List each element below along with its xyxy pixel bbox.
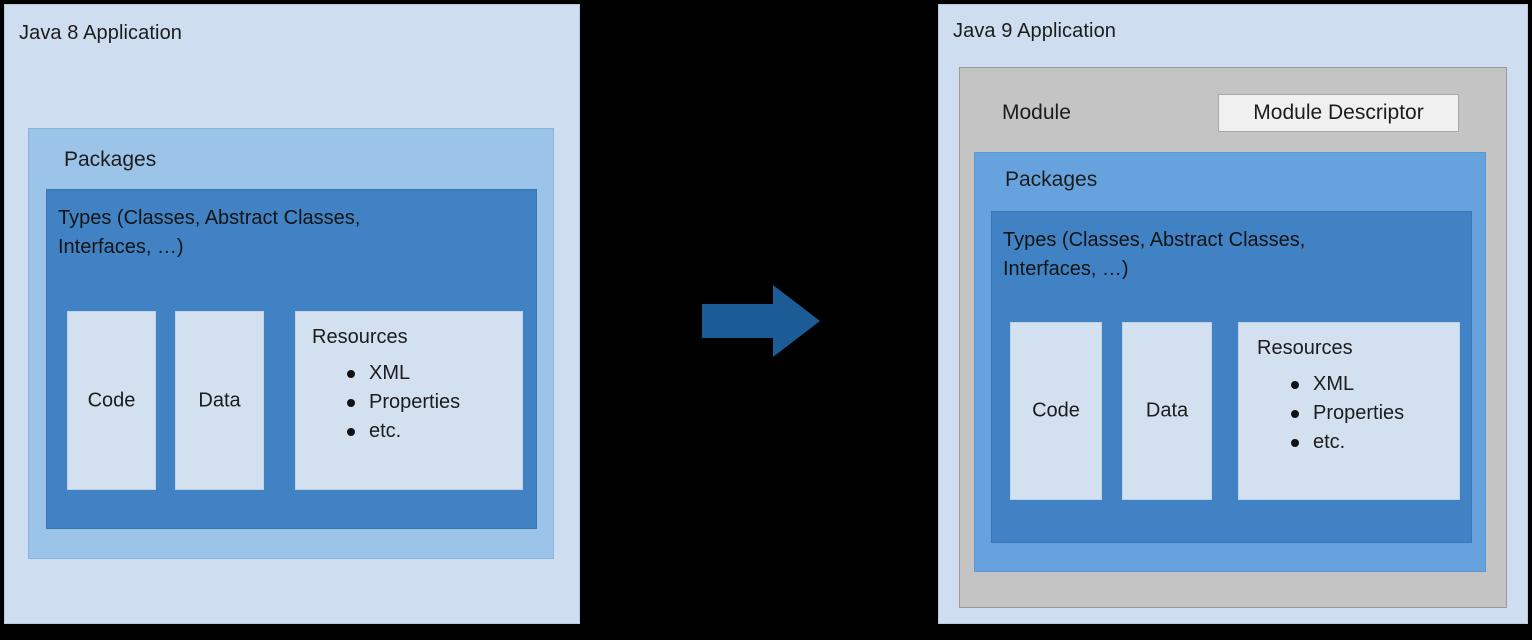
java9-data-label: Data xyxy=(1145,399,1189,422)
java9-application-title: Java 9 Application xyxy=(953,20,1117,42)
module-descriptor-box: Module Descriptor xyxy=(1218,94,1459,132)
list-item: etc. xyxy=(1287,428,1404,457)
java9-code-card: Code xyxy=(1010,322,1102,500)
java8-types-box: Types (Classes, Abstract Classes, Interf… xyxy=(46,189,537,529)
bullet-icon xyxy=(347,370,355,378)
java8-application-panel: Java 8 Application Packages Types (Class… xyxy=(4,4,580,624)
java8-resources-list: XML Properties etc. xyxy=(343,359,460,446)
java8-resource-item-0: XML xyxy=(369,362,411,384)
java9-code-label: Code xyxy=(1032,399,1080,422)
module-label: Module xyxy=(1002,101,1071,124)
java8-data-label: Data xyxy=(198,389,241,411)
java9-application-panel: Java 9 Application Module Module Descrip… xyxy=(938,4,1528,624)
java9-resource-item-2: etc. xyxy=(1313,431,1346,453)
bullet-icon xyxy=(1291,381,1299,389)
java8-packages-box: Packages Types (Classes, Abstract Classe… xyxy=(28,128,554,559)
java9-types-label: Types (Classes, Abstract Classes, Interf… xyxy=(1003,229,1306,280)
right-arrow-icon xyxy=(702,285,820,357)
java8-packages-label: Packages xyxy=(64,148,157,171)
transition-arrow xyxy=(702,285,820,357)
bullet-icon xyxy=(347,428,355,436)
module-box: Module Module Descriptor Packages Types … xyxy=(959,67,1507,608)
java9-resources-title: Resources xyxy=(1257,337,1353,359)
java8-resources-title: Resources xyxy=(312,326,408,348)
java8-code-card: Code xyxy=(67,311,156,490)
bullet-icon xyxy=(1291,410,1299,418)
java9-resources-card: Resources XML Properties xyxy=(1238,322,1460,500)
java9-packages-label: Packages xyxy=(1005,168,1098,191)
java9-resources-list: XML Properties etc. xyxy=(1287,370,1404,457)
java9-types-box: Types (Classes, Abstract Classes, Interf… xyxy=(991,211,1472,543)
java8-application-title: Java 8 Application xyxy=(19,22,183,44)
java9-data-card: Data xyxy=(1122,322,1212,500)
list-item: XML xyxy=(1287,370,1404,399)
java8-resources-card: Resources XML Properties etc. xyxy=(295,311,523,490)
java9-packages-box: Packages Types (Classes, Abstract Classe… xyxy=(974,152,1486,572)
list-item: etc. xyxy=(343,417,460,446)
list-item: Properties xyxy=(343,388,460,417)
java8-code-label: Code xyxy=(87,389,136,411)
java8-types-label: Types (Classes, Abstract Classes, Interf… xyxy=(58,207,361,258)
java8-data-card: Data xyxy=(175,311,264,490)
java9-resource-item-1: Properties xyxy=(1313,402,1405,424)
list-item: XML xyxy=(343,359,460,388)
java9-resource-item-0: XML xyxy=(1313,373,1355,395)
java8-resource-item-1: Properties xyxy=(369,391,461,413)
list-item: Properties xyxy=(1287,399,1404,428)
bullet-icon xyxy=(347,399,355,407)
java8-resource-item-2: etc. xyxy=(369,420,402,442)
bullet-icon xyxy=(1291,439,1299,447)
